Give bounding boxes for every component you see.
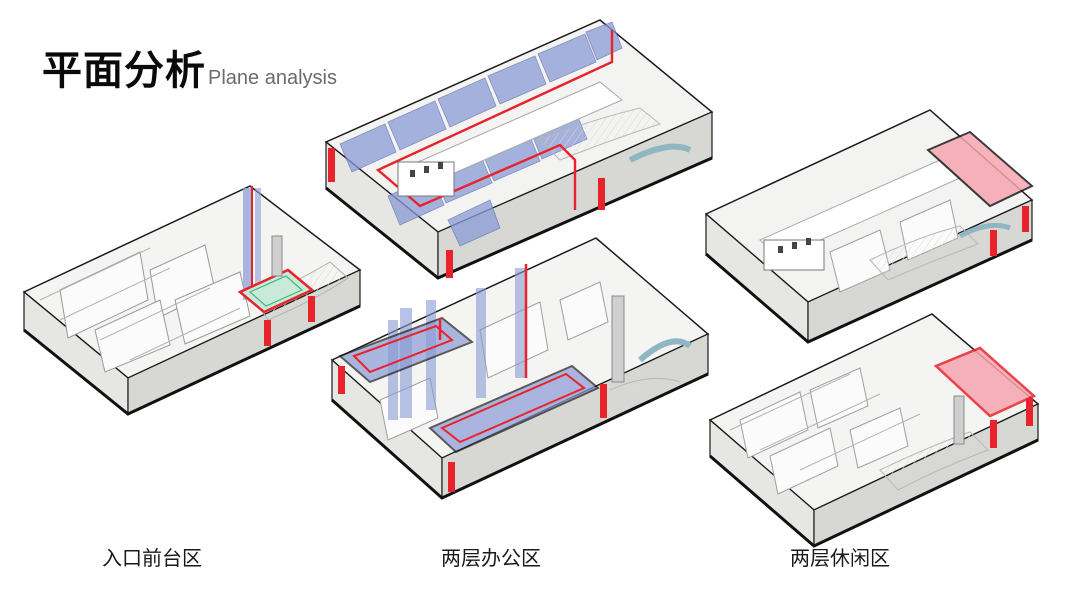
page-title: 平面分析 Plane analysis — [42, 38, 337, 96]
leisure-lower-floor-model — [708, 313, 1040, 548]
office-lower-floor-model — [330, 237, 710, 500]
title-chinese: 平面分析 — [42, 48, 206, 94]
leisure-upper-floor-model — [704, 109, 1034, 344]
title-english: Plane analysis — [208, 67, 337, 89]
caption-office-zone: 两层办公区 — [441, 546, 541, 570]
caption-leisure-zone: 两层休闲区 — [790, 546, 890, 570]
office-upper-floor-model — [324, 19, 714, 280]
caption-entrance-zone: 入口前台区 — [102, 546, 202, 570]
entrance-zone-model — [22, 185, 362, 416]
